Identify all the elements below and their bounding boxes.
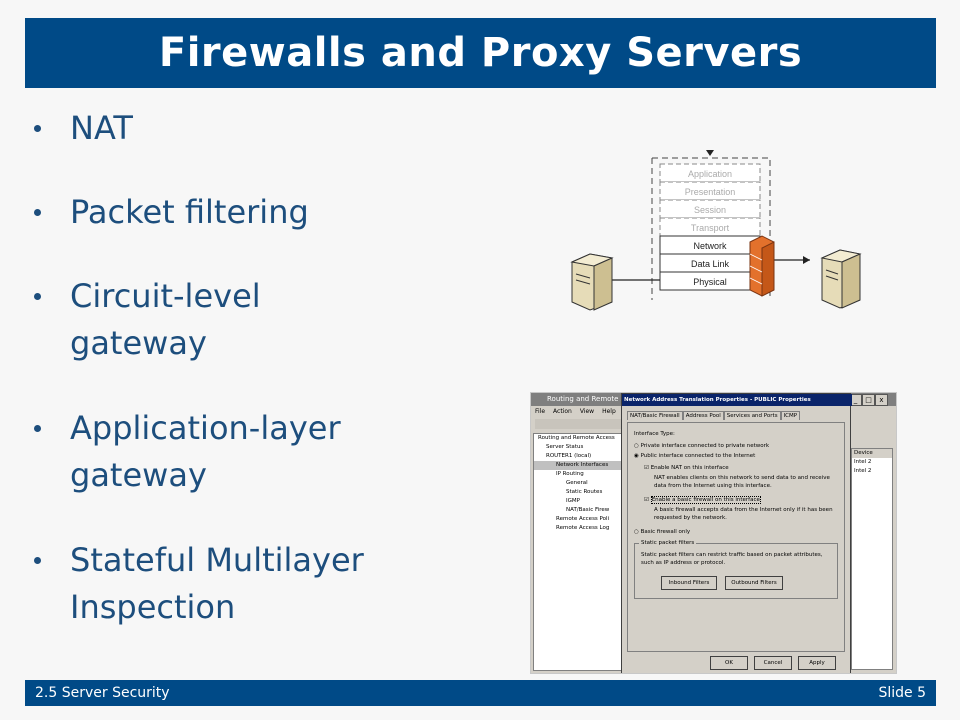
tab-panel: Interface Type: ○ Private interface conn…	[627, 422, 845, 652]
radio-basic-firewall-label: Basic firewall only	[640, 529, 691, 535]
footer-bar: 2.5 Server Security Slide 5	[25, 680, 936, 706]
tree-item[interactable]: IGMP	[566, 498, 580, 504]
footer-slide-number: Slide 5	[878, 685, 926, 701]
layer-application-label: Application	[688, 169, 732, 179]
radio-basic-firewall[interactable]: ○ Basic firewall only	[634, 529, 691, 535]
cancel-button[interactable]: Cancel	[754, 656, 792, 670]
menu-view[interactable]: View	[579, 408, 595, 415]
bullet-text-continued: gateway	[70, 456, 207, 494]
bullet-dot	[34, 425, 41, 432]
bullet-dot	[34, 209, 41, 216]
menu-help[interactable]: Help	[602, 408, 616, 415]
radio-private-label: Private interface connected to private n…	[640, 443, 770, 449]
tab-services-ports[interactable]: Services and Ports	[723, 411, 781, 420]
outbound-filters-button[interactable]: Outbound Filters	[725, 576, 783, 590]
layer-transport-label: Transport	[691, 223, 730, 233]
bullet-text: Packet filtering	[70, 193, 309, 231]
detail-cell: Intel 2	[854, 468, 872, 474]
bullet-text-continued: gateway	[70, 324, 207, 362]
checkbox-enable-nat-label: Enable NAT on this interface	[650, 465, 729, 471]
tree-item[interactable]: Server Status	[546, 444, 584, 450]
static-filters-group: Static packet filters Static packet filt…	[634, 540, 838, 599]
layer-session-label: Session	[694, 205, 726, 215]
bullet-dot	[34, 125, 41, 132]
tree-item[interactable]: Static Routes	[566, 489, 603, 495]
firewall-description: A basic firewall accepts data from the I…	[654, 507, 833, 521]
ok-button[interactable]: OK	[710, 656, 748, 670]
static-filters-description: Static packet filters can restrict traff…	[641, 552, 823, 566]
bullet-text-continued: Inspection	[70, 588, 236, 626]
bullet-application-layer: Application-layer gateway	[32, 405, 341, 499]
footer-section: 2.5 Server Security	[35, 685, 170, 701]
bullet-packet-filtering: Packet filtering	[32, 189, 309, 236]
mmc-window-controls[interactable]: _□x	[849, 394, 888, 406]
menu-action[interactable]: Action	[553, 408, 572, 415]
tree-item[interactable]: General	[566, 480, 588, 486]
detail-pane: Device Intel 2 Intel 2	[851, 448, 893, 670]
tree-item[interactable]: Remote Access Poli	[556, 516, 610, 522]
radio-private[interactable]: ○ Private interface connected to private…	[634, 443, 770, 449]
server-icon	[570, 253, 614, 311]
layer-datalink-label: Data Link	[691, 259, 730, 269]
nat-description: NAT enables clients on this network to s…	[654, 475, 830, 489]
bullet-text: Stateful Multilayer	[70, 541, 364, 579]
firewall-diagram: Application Presentation Session Transpo…	[570, 150, 862, 311]
bullet-text: NAT	[70, 109, 133, 147]
checkbox-enable-firewall[interactable]: ☑ Enable a basic firewall on this interf…	[644, 496, 761, 504]
arrow-head	[803, 256, 810, 264]
osi-stack: Application Presentation Session Transpo…	[659, 163, 761, 291]
mmc-menu: File Action View Help	[535, 408, 616, 415]
column-header[interactable]: Device	[852, 449, 892, 458]
tree-item[interactable]: Remote Access Log	[556, 525, 610, 531]
layer-network-label: Network	[693, 241, 727, 251]
checkbox-enable-nat[interactable]: ☑ Enable NAT on this interface	[644, 465, 729, 471]
tree-item[interactable]: Network Interfaces	[534, 461, 624, 470]
tab-address-pool[interactable]: Address Pool	[682, 411, 724, 420]
mmc-toolbar	[535, 419, 625, 429]
checkbox-enable-firewall-label: Enable a basic firewall on this interfac…	[650, 496, 761, 504]
static-filters-label: Static packet filters	[639, 540, 697, 548]
slide-title: Firewalls and Proxy Servers	[158, 30, 803, 76]
tree-item[interactable]: Routing and Remote Access	[538, 435, 615, 441]
layer-presentation-label: Presentation	[685, 187, 736, 197]
dialog-title: Network Address Translation Properties -…	[622, 394, 852, 406]
firewall-brick-icon	[749, 235, 775, 297]
bullet-circuit-level: Circuit-level gateway	[32, 273, 261, 367]
title-bar: Firewalls and Proxy Servers	[25, 18, 936, 88]
bullet-stateful: Stateful Multilayer Inspection	[32, 537, 364, 631]
tree-item[interactable]: NAT/Basic Firew	[566, 507, 610, 513]
tree-item[interactable]: ROUTER1 (local)	[546, 453, 592, 459]
radio-public-label: Public interface connected to the Intern…	[640, 453, 756, 459]
tab-icmp[interactable]: ICMP	[780, 411, 801, 420]
bullet-nat: NAT	[32, 105, 133, 152]
layer-physical-label: Physical	[693, 277, 727, 287]
tree-item[interactable]: IP Routing	[556, 471, 584, 477]
arrow-head	[706, 150, 714, 156]
bullet-text: Circuit-level	[70, 277, 261, 315]
bullet-text: Application-layer	[70, 409, 341, 447]
inbound-filters-button[interactable]: Inbound Filters	[661, 576, 717, 590]
tab-nat-basic-firewall[interactable]: NAT/Basic Firewall	[627, 411, 683, 420]
bullet-dot	[34, 293, 41, 300]
server-icon	[820, 249, 862, 309]
tree-pane: Routing and Remote Access Server Status …	[533, 433, 625, 671]
interface-type-label: Interface Type:	[634, 431, 675, 437]
bullet-dot	[34, 557, 41, 564]
menu-file[interactable]: File	[535, 408, 546, 415]
apply-button[interactable]: Apply	[798, 656, 836, 670]
radio-public[interactable]: ◉ Public interface connected to the Inte…	[634, 453, 756, 459]
detail-cell: Intel 2	[854, 459, 872, 465]
properties-dialog: Network Address Translation Properties -…	[621, 393, 852, 673]
